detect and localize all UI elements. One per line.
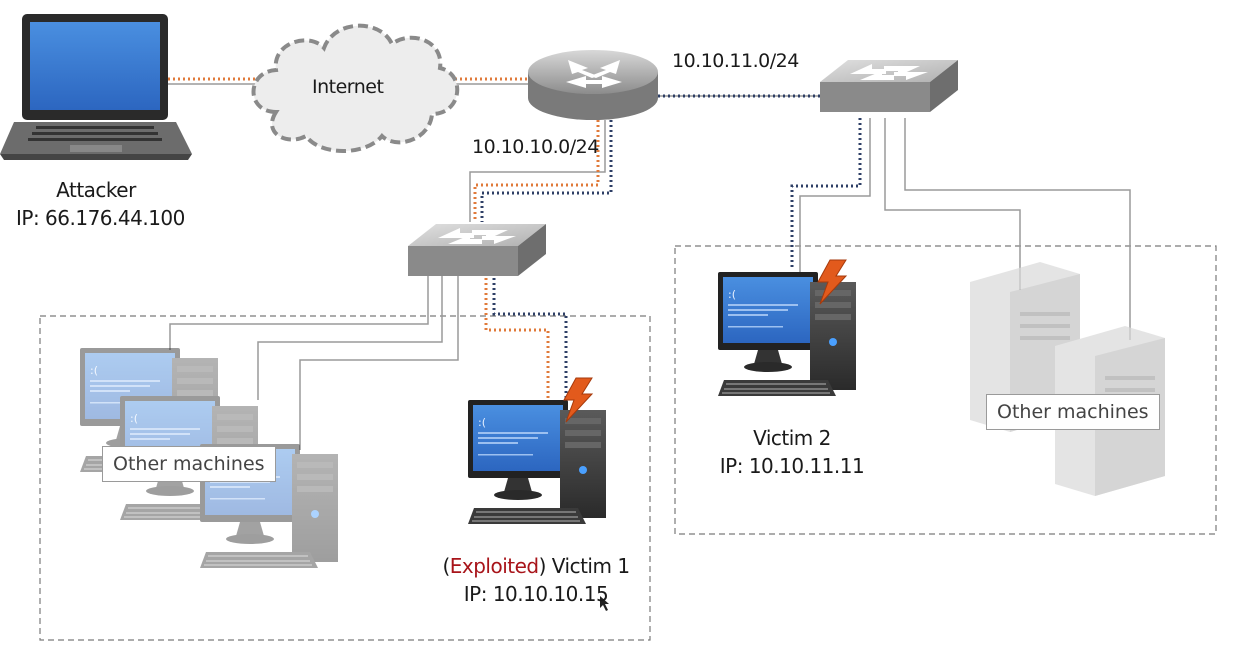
victim1-label: (Exploited) Victim 1 IP: 10.10.10.15 xyxy=(436,552,636,608)
attacker-label: Attacker IP: 66.176.44.100 xyxy=(16,176,185,232)
victim2-name: Victim 2 xyxy=(753,426,831,450)
laptop-icon xyxy=(0,14,192,160)
network-b-label: 10.10.11.0/24 xyxy=(672,50,799,72)
right-other-machines xyxy=(970,262,1165,496)
desktop-icon xyxy=(718,272,856,396)
desktop-icon xyxy=(468,400,606,524)
right-group-box xyxy=(674,245,1217,535)
right-group-label: Other machines xyxy=(986,394,1160,430)
attacker-name: Attacker xyxy=(56,178,136,202)
exploited-tag: Exploited xyxy=(449,554,539,578)
lateral-path xyxy=(480,94,862,400)
exploit-path xyxy=(168,77,600,400)
left-group-label: Other machines xyxy=(102,446,276,482)
attacker-ip: IP: 66.176.44.100 xyxy=(16,206,185,230)
cloud-label: Internet xyxy=(312,76,384,98)
cursor-icon xyxy=(600,596,609,611)
network-a-label: 10.10.10.0/24 xyxy=(472,136,599,158)
victim2-ip: IP: 10.10.11.11 xyxy=(719,454,865,478)
router-icon xyxy=(528,50,658,120)
victim1-ip: IP: 10.10.10.15 xyxy=(463,582,609,606)
switch-icon xyxy=(820,60,958,112)
victim2-label: Victim 2 IP: 10.10.11.11 xyxy=(712,424,872,480)
left-group-box xyxy=(39,315,651,641)
victim1-title: (Exploited) Victim 1 xyxy=(442,554,630,578)
switch-icon xyxy=(408,224,546,276)
network-cables xyxy=(165,83,1131,450)
cloud-icon xyxy=(251,23,460,153)
